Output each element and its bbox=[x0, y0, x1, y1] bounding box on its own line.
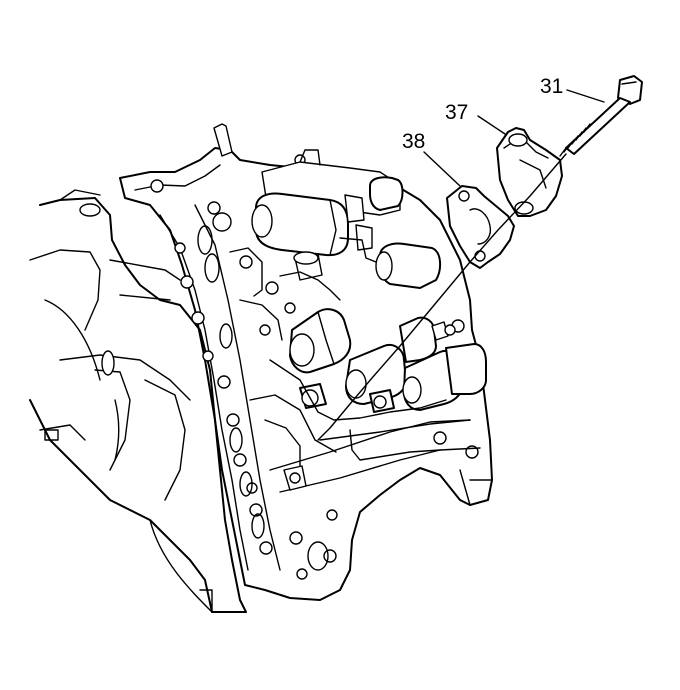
callout-leader-31 bbox=[566, 89, 605, 103]
callout-label-31: 31 bbox=[540, 75, 564, 98]
solenoid-assembly bbox=[212, 149, 442, 301]
callout-label-37: 37 bbox=[445, 101, 469, 124]
callout-label-38: 38 bbox=[402, 130, 426, 153]
bolt-part bbox=[559, 75, 643, 157]
callout-leader-38 bbox=[423, 151, 461, 187]
valve-body-plate bbox=[119, 123, 493, 601]
transmission-case bbox=[29, 189, 247, 613]
valve-spools bbox=[239, 299, 487, 491]
cover-part bbox=[496, 127, 563, 217]
callout-leader-37 bbox=[477, 115, 506, 135]
installation-axis-line bbox=[317, 153, 567, 441]
gasket-part bbox=[446, 185, 515, 269]
